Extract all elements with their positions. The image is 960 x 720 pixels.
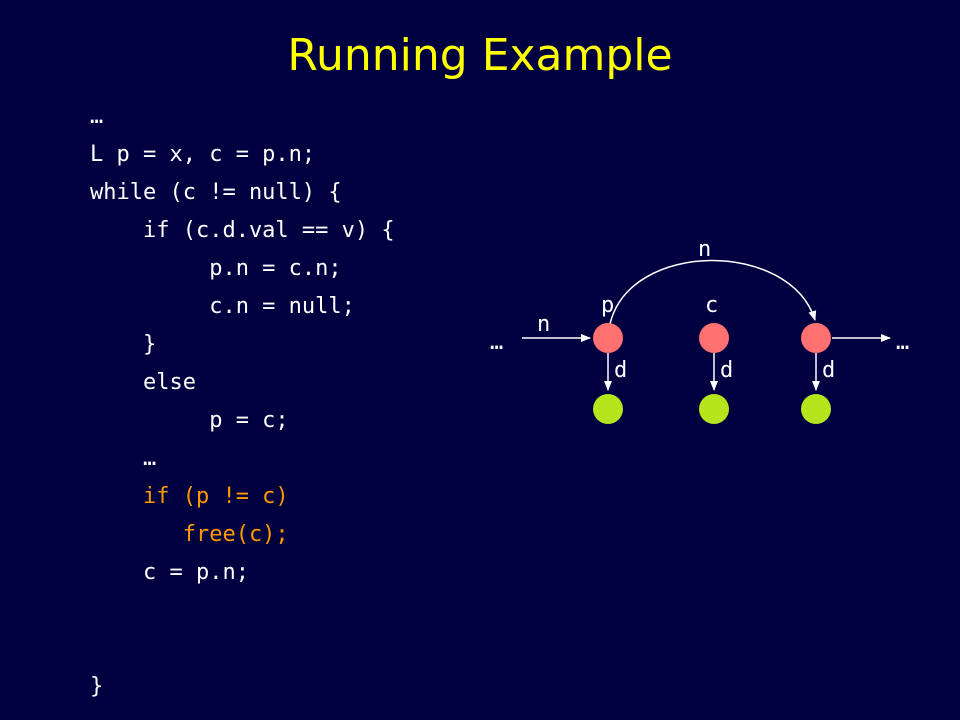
code-line: c.n = null;	[90, 294, 355, 319]
list-node	[593, 323, 623, 353]
ellipsis-left: …	[490, 330, 503, 355]
var-p-label: p	[601, 293, 614, 318]
arc-n-arrow	[609, 259, 817, 325]
edge-d-label: d	[614, 358, 627, 383]
slide-title: Running Example	[287, 30, 673, 81]
code-line: …	[90, 446, 157, 471]
code-line: else	[90, 370, 196, 395]
code-line: while (c != null) {	[90, 180, 342, 205]
data-node	[801, 394, 831, 424]
var-c-label: c	[705, 293, 718, 318]
code-line: if (c.d.val == v) {	[90, 218, 395, 243]
code-line: L p = x, c = p.n;	[90, 142, 316, 167]
ellipsis-right: …	[896, 330, 909, 355]
edge-d-label: d	[720, 358, 733, 383]
code-line: }	[90, 332, 157, 357]
code-line-highlighted: free(c);	[90, 522, 289, 547]
code-line: p.n = c.n;	[90, 256, 342, 281]
arc-n-label: n	[698, 237, 711, 262]
list-node	[699, 323, 729, 353]
edge-in-label: n	[537, 312, 550, 337]
code-line: p = c;	[90, 408, 289, 433]
list-node	[801, 323, 831, 353]
code-line-highlighted: if (p != c)	[90, 484, 289, 509]
edge-d-label: d	[822, 358, 835, 383]
data-node	[699, 394, 729, 424]
data-node	[593, 394, 623, 424]
code-line: }	[90, 674, 104, 699]
code-line: c = p.n;	[90, 560, 249, 585]
code-line: …	[90, 104, 104, 129]
